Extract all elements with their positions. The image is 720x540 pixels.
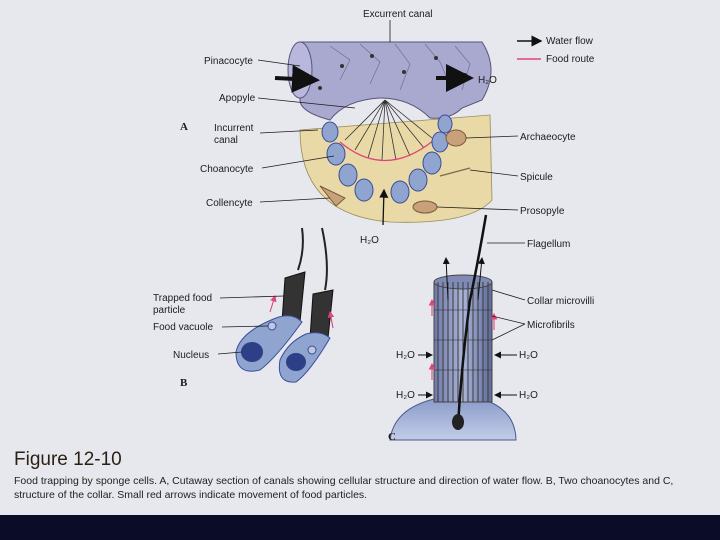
- nucleus-b2: [286, 353, 306, 371]
- label-archaeocyte: Archaeocyte: [520, 132, 576, 143]
- flagellum-b2: [322, 228, 327, 290]
- label-trapped-food-2: particle: [153, 305, 186, 316]
- panel-b-choanocytes: B Trapped food particle Food vacuole Nuc…: [153, 228, 333, 389]
- basal-body: [452, 414, 464, 430]
- figure-title: Figure 12-10: [14, 449, 122, 471]
- label-apopyle: Apopyle: [219, 93, 256, 104]
- flagellum-b1: [298, 228, 303, 270]
- label-flagellum: Flagellum: [527, 239, 570, 250]
- label-h2o-left-lower: H₂O: [396, 390, 415, 401]
- panel-b-label: B: [180, 377, 188, 389]
- label-choanocyte: Choanocyte: [200, 164, 254, 175]
- label-h2o-out: H₂O: [478, 75, 497, 86]
- food-vacuole-b1: [268, 322, 276, 330]
- label-food-vacuole: Food vacuole: [153, 322, 213, 333]
- prosopyle-cell: [413, 201, 437, 213]
- panel-c-label: C: [388, 431, 396, 443]
- sponge-figure: Water flow Food route: [0, 0, 720, 515]
- label-collar-microvilli: Collar microvilli: [527, 296, 594, 307]
- panel-a-cutaway: A Excurrent canal Pinacocyte Apopyle Inc…: [180, 9, 576, 246]
- food-vacuole-b2: [308, 346, 316, 354]
- figure-caption: Food trapping by sponge cells. A, Cutawa…: [14, 475, 709, 502]
- label-collencyte: Collencyte: [206, 198, 253, 209]
- bottom-bar: [0, 515, 720, 540]
- label-prosopyle: Prosopyle: [520, 206, 565, 217]
- water-in-arrow: [275, 78, 316, 80]
- archaeocyte: [446, 130, 466, 146]
- legend-water-flow: Water flow: [546, 36, 594, 47]
- label-h2o-in: H₂O: [360, 235, 379, 246]
- label-h2o-right-upper: H₂O: [519, 350, 538, 361]
- canal-opening: [288, 42, 312, 98]
- label-incurrent-canal-2: canal: [214, 135, 238, 146]
- nucleus-b1: [241, 342, 263, 362]
- label-spicule: Spicule: [520, 172, 553, 183]
- label-incurrent-canal-1: Incurrent: [214, 123, 254, 134]
- legend-food-route: Food route: [546, 54, 595, 65]
- label-microfibrils: Microfibrils: [527, 320, 575, 331]
- legend: Water flow Food route: [517, 36, 595, 65]
- label-nucleus: Nucleus: [173, 350, 209, 361]
- label-trapped-food-1: Trapped food: [153, 293, 212, 304]
- panel-c-collar: C Flagellum Collar microvilli Microfibri…: [388, 215, 594, 443]
- textbook-page: Water flow Food route: [0, 0, 720, 515]
- label-excurrent-canal: Excurrent canal: [363, 9, 432, 20]
- panel-a-label: A: [180, 121, 188, 133]
- label-h2o-right-lower: H₂O: [519, 390, 538, 401]
- label-h2o-left-upper: H₂O: [396, 350, 415, 361]
- label-pinacocyte: Pinacocyte: [204, 56, 253, 67]
